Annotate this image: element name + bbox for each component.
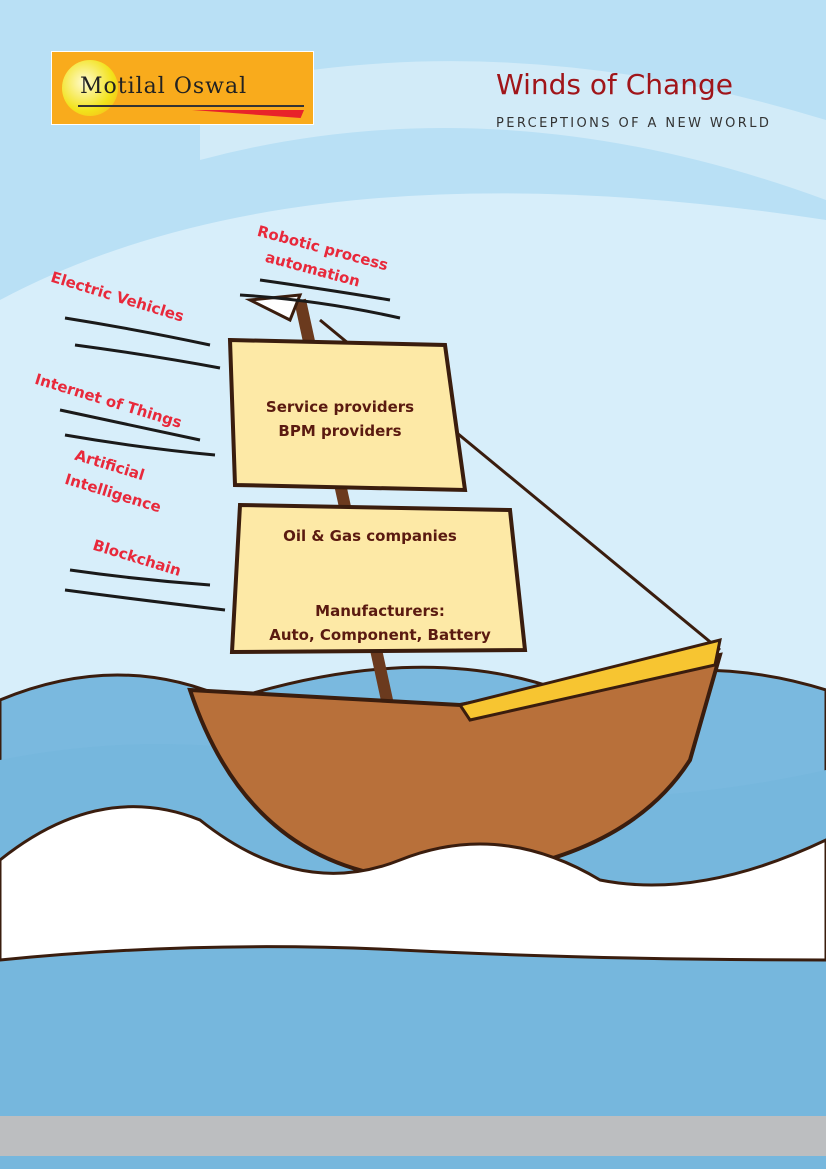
report-title: Winds of Change [496, 68, 733, 101]
sail-bottom-line1: Oil & Gas companies [283, 527, 457, 545]
logo-swoosh [192, 110, 304, 118]
logo-text: Motilal Oswal [80, 74, 248, 99]
sail-bottom-line3: Auto, Component, Battery [269, 626, 491, 644]
sail-top-line1: Service providers [265, 398, 415, 416]
sail-top-line2: BPM providers [278, 422, 402, 440]
motilal-oswal-logo: Motilal Oswal [51, 51, 314, 125]
footer-bar [0, 1116, 826, 1156]
sail-bottom-line2: Manufacturers: [315, 602, 445, 620]
logo-underline [78, 105, 304, 107]
report-subtitle: PERCEPTIONS OF A NEW WORLD [496, 116, 772, 131]
